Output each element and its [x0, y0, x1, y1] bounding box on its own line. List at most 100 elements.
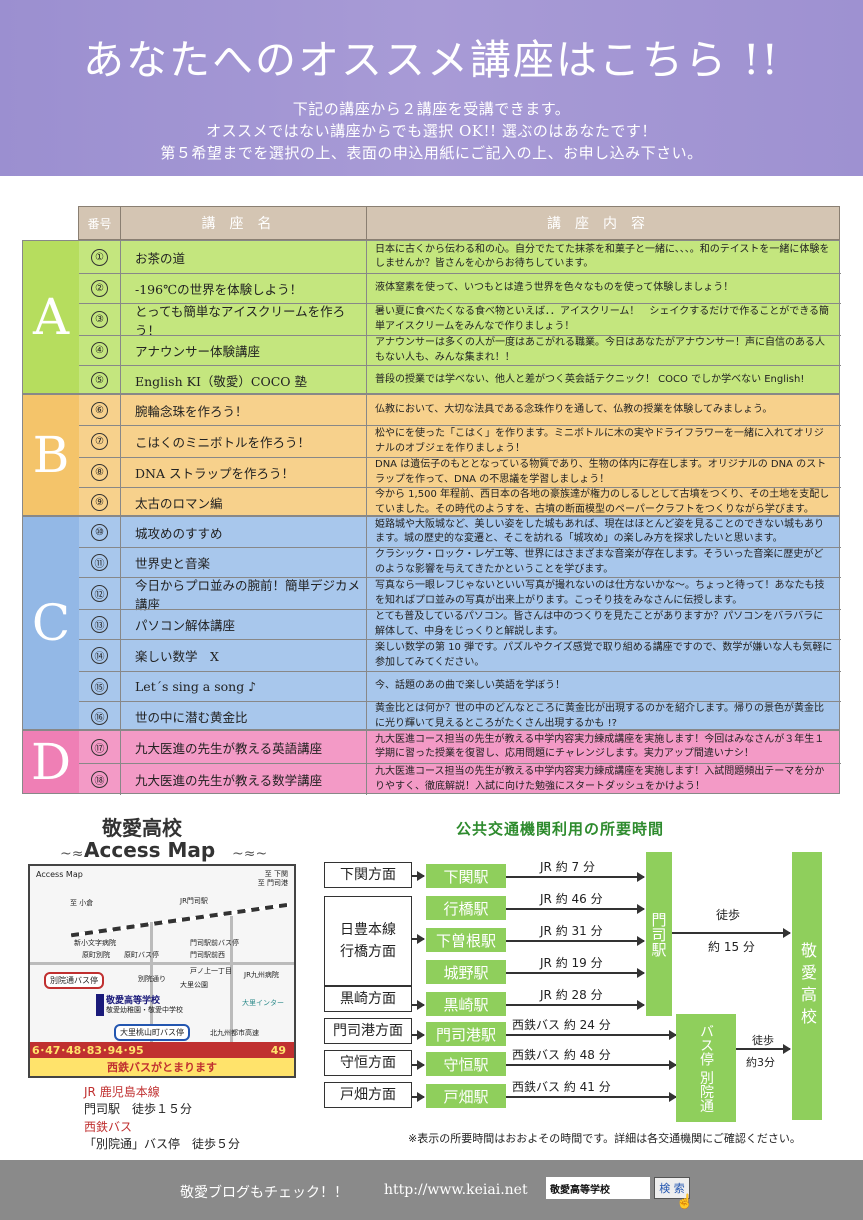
walk-time: 約 15 分 [708, 940, 755, 954]
course-number-value: ④ [91, 342, 108, 359]
access-map: Access Map 至 下関 至 門司港 至 小倉 JR門司駅 新小文字病院 … [28, 864, 296, 1078]
group-letter: C [23, 517, 79, 729]
website-url[interactable]: http://www.keiai.net [384, 1182, 528, 1198]
search-input[interactable]: 敬愛高等学校 [546, 1177, 650, 1199]
route-arrow [506, 1092, 677, 1102]
course-number: ⑤ [79, 366, 121, 395]
map-school-sub: 敬愛幼稚園・敬愛中学校 [106, 1006, 183, 1014]
walk-arrow [672, 928, 791, 938]
area-box: 下関方面 [324, 862, 412, 888]
column-header-description: 講座内容 [547, 216, 659, 232]
course-number: ⑱ [79, 764, 121, 795]
station-box: 城野駅 [426, 960, 506, 984]
connector-line [412, 1060, 425, 1070]
map-label-jr-hospital: JR九州病院 [244, 971, 279, 979]
course-number-value: ② [91, 280, 108, 297]
station-box: 門司港駅 [426, 1022, 506, 1046]
course-number: ④ [79, 336, 121, 365]
course-number-value: ⑱ [91, 771, 108, 788]
area-box: 門司港方面 [324, 1018, 412, 1044]
station-box: 守恒駅 [426, 1052, 506, 1076]
map-label-moji-stop: 門司駅前バス停 [190, 939, 239, 947]
group-letter: A [23, 241, 79, 393]
course-number-value: ⑬ [91, 616, 108, 633]
course-description: DNA は遺伝子のもととなっている物質であり、生物の体内に存在します。オリジナル… [375, 459, 827, 485]
course-name: 九大医進の先生が教える英語講座 [121, 731, 367, 763]
bus-route-49: 49 [270, 1043, 286, 1057]
moji-station-box: 門司駅 [646, 852, 672, 1016]
access-map-title: Access Map [84, 838, 216, 862]
bus-route-numbers: 6･47･48･83･94･95 [32, 1044, 144, 1057]
course-number: ⑯ [79, 702, 121, 731]
map-label-hospital: 新小文字病院 [74, 939, 116, 947]
intro-line-2: オススメではない講座からでも選択 OK!! 選ぶのはあなたです！ [206, 122, 657, 140]
map-dir-kokura: 至 小倉 [70, 899, 94, 907]
route-time: JR 約 46 分 [540, 892, 603, 906]
area-box: 黒崎方面 [324, 986, 412, 1012]
map-dir-mojiko: 至 門司港 [257, 879, 288, 888]
course-number: ⑮ [79, 672, 121, 701]
course-name: 世の中に潜む黄金比 [121, 702, 367, 731]
map-label-oosato-park: 大里公園 [180, 981, 208, 989]
course-number: ⑨ [79, 488, 121, 517]
bus-walk-arrow [736, 1044, 791, 1054]
route-time: 西鉄バス 約 24 分 [512, 1018, 611, 1032]
course-number: ⑥ [79, 395, 121, 425]
connector-line [412, 871, 425, 881]
course-name: とっても簡単なアイスクリームを作ろう！ [121, 304, 367, 338]
map-label-tonoue: 戸ノ上一丁目 [190, 967, 232, 975]
route-arrow [506, 968, 645, 978]
course-number-value: ⑤ [91, 372, 108, 389]
route-time: JR 約 31 分 [540, 924, 603, 938]
column-header-name: 講座名 [121, 207, 367, 239]
course-number: ⑭ [79, 640, 121, 671]
map-label-moji-west: 門司駅前西 [190, 951, 225, 959]
footer: 敬愛ブログもチェック！！ http://www.keiai.net 敬愛高等学校… [0, 1160, 863, 1220]
course-description: 九大医進コース担当の先生が教える中学内容実力練成講座を実施します！入試問題頻出テ… [375, 766, 825, 792]
course-name: お茶の道 [121, 241, 367, 273]
map-road-vertical [150, 922, 153, 1052]
route-jr: 門司駅 徒歩１５分 [84, 1102, 193, 1117]
map-betsuin-stop: 別院通バス停 [44, 972, 104, 989]
course-description: 日本に古くから伝わる和の心。自分でたてた抹茶を和菓子と一緒に、、、。和のテイスト… [375, 243, 830, 270]
course-description: 液体窒素を使って、いつもとは違う世界を色々なものを使って体験しましょう！ [375, 282, 734, 294]
course-description: 黄金比とは何か？世の中のどんなところに黄金比が出現するのかを紹介します。帰りの景… [375, 703, 824, 729]
course-description: 写真なら一眼レフじゃないといい写真が撮れないのは仕方ないかな〜。ちょっと待って！… [375, 580, 825, 606]
pointer-cursor-icon: ☝ [676, 1194, 694, 1210]
route-arrow [506, 1060, 677, 1070]
route-arrow [506, 872, 645, 882]
course-row: ②-196℃の世界を体験しよう！液体窒素を使って、いつもとは違う世界を色々なもの… [79, 273, 841, 303]
course-number: ① [79, 241, 121, 273]
blog-check-text: 敬愛ブログもチェック！！ [180, 1185, 348, 1201]
intro-line-1: 下記の講座から２講座を受講できます。 [292, 100, 571, 118]
bus-banner: 西鉄バスがとまります [30, 1058, 294, 1076]
course-number: ⑬ [79, 610, 121, 639]
route-arrow [506, 1030, 677, 1040]
course-number: ⑪ [79, 548, 121, 577]
map-oosato-stop: 大里桃山町バス停 [114, 1024, 190, 1041]
map-railway [70, 902, 290, 938]
route-jr-label: JR 鹿児島本線 [84, 1085, 160, 1099]
route-time: JR 約 7 分 [540, 860, 595, 874]
course-name: パソコン解体講座 [121, 610, 367, 639]
route-bus-label: 西鉄バス [84, 1119, 133, 1134]
bus-walk-time: 約3分 [746, 1056, 775, 1069]
ornament-left-icon: ~≈~ [60, 846, 96, 862]
course-description: 姫路城や大阪城など、美しい姿をした城もあれば、現在はほとんど姿を見ることのできな… [375, 518, 825, 545]
page-title: あなたへのオススメ講座はこちら !! [83, 36, 780, 84]
course-name: 太古のロマン編 [121, 488, 367, 517]
route-time: JR 約 28 分 [540, 988, 603, 1002]
search-button[interactable]: 検 索 [654, 1177, 690, 1199]
route-time: JR 約 19 分 [540, 956, 603, 970]
